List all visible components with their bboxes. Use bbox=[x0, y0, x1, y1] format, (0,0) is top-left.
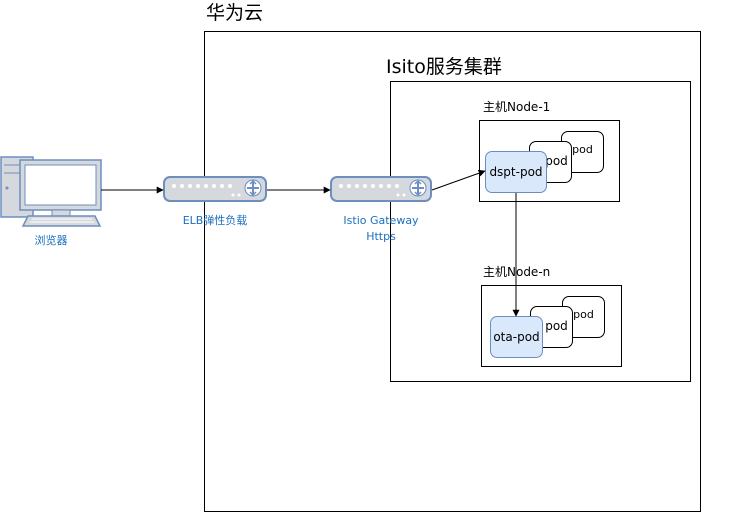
cluster-title: Isito服务集群 bbox=[386, 56, 502, 78]
dspt-pod: dspt-pod bbox=[485, 151, 547, 193]
gateway-label-line1: Istio Gateway bbox=[343, 214, 419, 227]
arrow-gateway-to-dspt bbox=[431, 169, 486, 191]
ota-pod: ota-pod bbox=[490, 316, 543, 358]
elb-label: ELB弹性负载 bbox=[182, 214, 248, 227]
browser-label: 浏览器 bbox=[34, 234, 68, 247]
gateway-icon bbox=[330, 176, 432, 202]
node-n-title: 主机Node-n bbox=[483, 265, 551, 279]
computer-icon bbox=[0, 155, 102, 229]
node-1-title: 主机Node-1 bbox=[483, 100, 551, 114]
cloud-title: 华为云 bbox=[206, 2, 264, 24]
load-balancer-icon bbox=[163, 176, 267, 202]
gateway-label-line2: Https bbox=[366, 230, 396, 243]
